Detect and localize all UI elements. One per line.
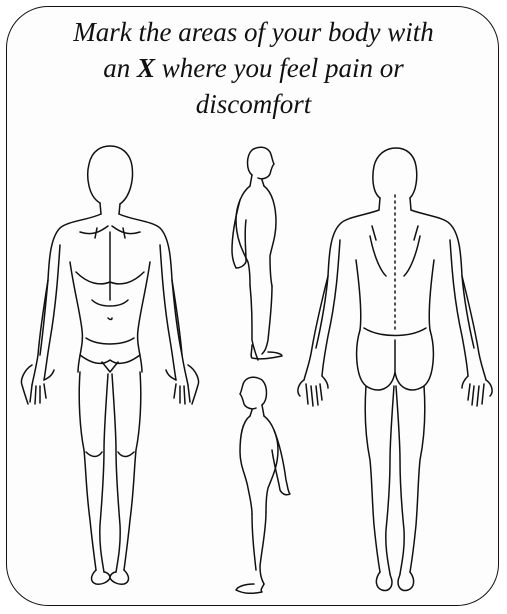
front-right-arm bbox=[160, 245, 188, 385]
front-right-foot bbox=[110, 570, 129, 584]
front-abdomen-lines bbox=[86, 300, 134, 344]
back-left-foot bbox=[376, 572, 392, 591]
side-lower-legs bbox=[252, 512, 266, 584]
front-left-arm bbox=[32, 245, 60, 385]
side-lower-torso bbox=[240, 416, 278, 514]
back-right-foot bbox=[398, 572, 414, 591]
side-upper-neck bbox=[250, 175, 264, 186]
back-head bbox=[373, 148, 417, 198]
body-back-view[interactable] bbox=[298, 148, 492, 591]
front-neck bbox=[100, 203, 120, 214]
front-right-hand bbox=[166, 365, 199, 404]
side-upper-torso bbox=[236, 186, 276, 286]
back-right-hand bbox=[462, 376, 492, 406]
front-left-leg bbox=[79, 372, 108, 572]
front-left-hand bbox=[21, 365, 54, 404]
front-head bbox=[88, 146, 133, 204]
side-lower-foot bbox=[236, 584, 264, 593]
body-side-view-upper[interactable] bbox=[232, 147, 282, 360]
side-upper-head bbox=[248, 147, 275, 179]
back-left-leg bbox=[365, 386, 394, 574]
front-pelvis bbox=[80, 355, 140, 372]
front-torso-outline bbox=[40, 214, 182, 355]
side-lower-neck bbox=[250, 405, 264, 416]
front-right-leg bbox=[112, 372, 141, 572]
side-upper-legs bbox=[250, 285, 272, 360]
side-lower-head bbox=[240, 377, 267, 409]
back-left-arm bbox=[304, 240, 340, 380]
back-right-arm bbox=[450, 240, 486, 380]
back-buttocks bbox=[357, 330, 434, 390]
body-side-view-lower[interactable] bbox=[236, 377, 290, 593]
body-front-view[interactable] bbox=[21, 146, 198, 584]
front-knees bbox=[86, 452, 134, 457]
front-left-foot bbox=[92, 570, 111, 584]
side-upper-arm bbox=[232, 200, 246, 268]
front-chest-lines bbox=[76, 226, 144, 300]
side-lower-arm bbox=[272, 430, 290, 495]
back-left-hand bbox=[298, 376, 328, 406]
back-right-leg bbox=[396, 386, 425, 574]
